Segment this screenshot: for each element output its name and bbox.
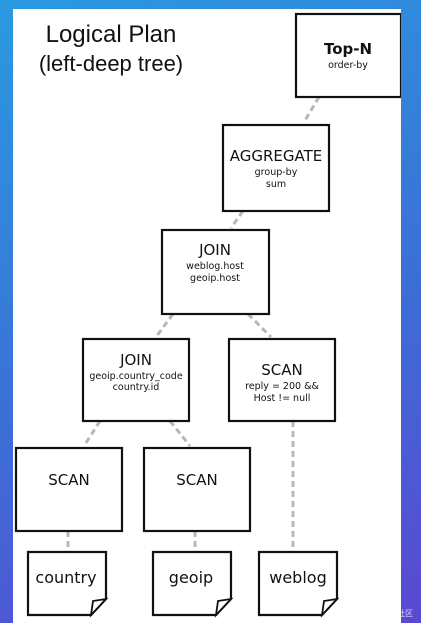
plan-tree: Top-N order-by AGGREGATE group-by sum JO… [14,12,401,618]
node-scan-weblog-filter: SCAN reply = 200 && Host != null [227,337,337,423]
node-scan-geoip: SCAN [142,446,252,533]
node-aggregate: AGGREGATE group-by sum [221,123,331,213]
diagram-title: Logical Plan [45,21,177,48]
table-country-label: country [35,568,96,587]
node-join-hosts: JOIN weblog.host geoip.host [160,228,271,316]
table-country: country [26,550,109,618]
node-aggregate-line-2: sum [266,179,286,190]
slide: Logical Plan (left-deep tree) Top-N orde… [13,9,401,623]
connector-topn-aggregate [302,96,321,123]
node-join-hosts-heading: JOIN [198,241,231,259]
node-scan-country: SCAN [14,446,124,533]
node-join-country-heading: JOIN [119,351,152,369]
connector-join-join [154,313,175,338]
node-aggregate-heading: AGGREGATE [230,147,323,165]
table-geoip: geoip [151,550,234,618]
node-topn-line-1: order-by [328,60,368,71]
node-join-hosts-line-1: weblog.host [186,261,244,272]
connector-join-scan-weblog [246,312,273,339]
watermark: @稀土掘金技术社区 [341,609,413,618]
node-join-country-line-2: country.id [113,382,160,393]
node-scan-weblog-line-2: Host != null [254,393,311,404]
node-topn-heading: Top-N [324,40,372,58]
table-weblog: weblog [257,550,340,618]
node-scan-geoip-heading: SCAN [176,471,217,489]
connector-aggregate-join [229,210,245,229]
connector-join-scan-country [82,420,102,447]
node-aggregate-line-1: group-by [255,167,298,178]
table-geoip-label: geoip [169,568,213,587]
node-scan-country-heading: SCAN [48,471,89,489]
diagram-subtitle: (left-deep tree) [38,51,184,76]
node-scan-weblog-heading: SCAN [261,361,302,379]
node-join-country: JOIN geoip.country_code country.id [81,337,191,423]
table-weblog-label: weblog [269,568,326,587]
node-topn: Top-N order-by [294,12,401,99]
node-join-hosts-line-2: geoip.host [190,273,240,284]
node-join-country-line-1: geoip.country_code [89,371,183,382]
node-scan-weblog-line-1: reply = 200 && [245,381,319,392]
connector-join-scan-geoip [168,420,192,447]
